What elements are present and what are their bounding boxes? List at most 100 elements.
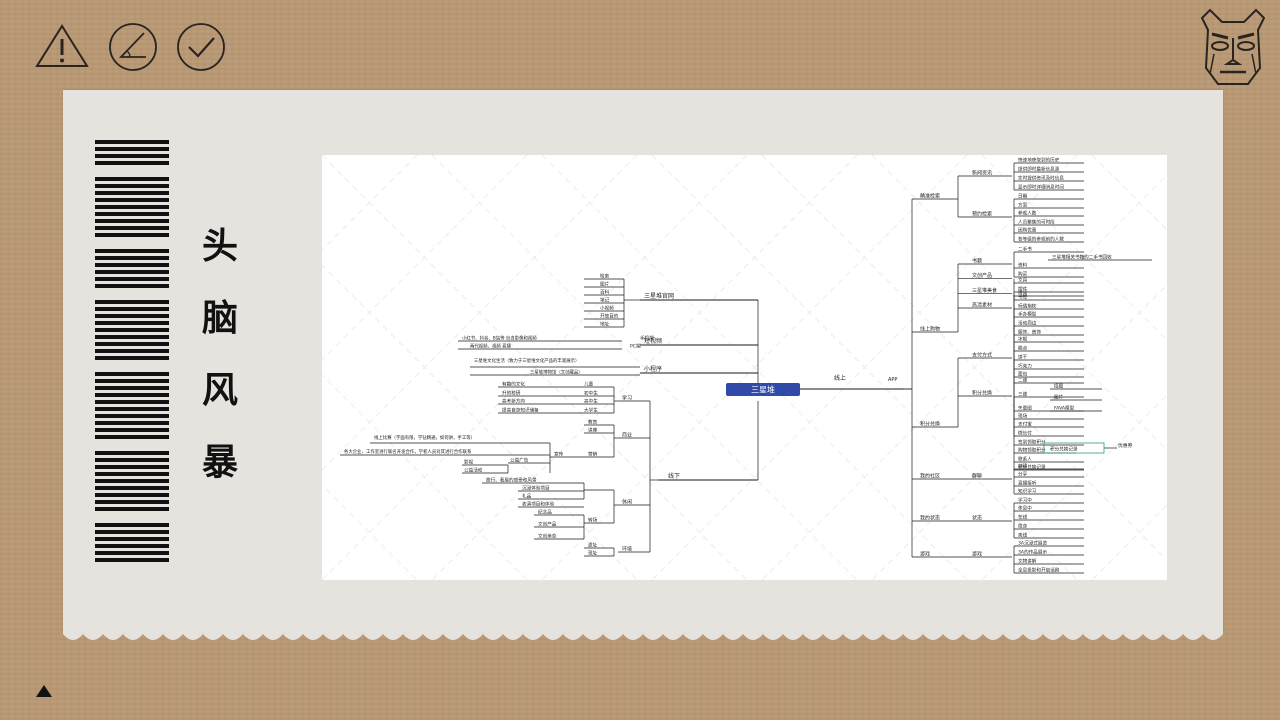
leaf-label: 知识学习 — [1018, 488, 1037, 495]
leaf-label: 三星堆博物馆（文创藏品） — [530, 369, 583, 376]
leaf-label: 现场 — [1018, 413, 1028, 420]
leaf-label: 笔记 — [600, 297, 610, 304]
watermark-line — [651, 155, 1078, 580]
leaf-label: 冰棍 — [1018, 336, 1028, 343]
watermark-line — [981, 394, 1167, 580]
leaf-label: 书签 — [1018, 294, 1028, 301]
watermark-line — [322, 155, 528, 361]
branch-label: 我的社区 — [920, 473, 940, 480]
leaf-label: 休息中 — [1018, 505, 1032, 512]
leaf-label: 面包 — [1018, 371, 1028, 378]
group-label: 书籍 — [972, 258, 982, 265]
watermark-line — [322, 264, 638, 580]
leaf-label: 联系人 — [1018, 456, 1032, 463]
checkmark-icon[interactable] — [176, 22, 226, 72]
leaf-label: 分享 — [1018, 471, 1028, 478]
watermark-line — [981, 155, 1167, 341]
watermark-line — [322, 484, 418, 580]
leaf-label: 两代视频、视频 直播 — [470, 343, 512, 350]
leaf-label: 在线 — [1018, 514, 1028, 521]
watermark-line — [761, 174, 1167, 580]
barcode-decoration — [95, 140, 169, 574]
leaf-label: 高中生 — [584, 398, 598, 405]
leaf-label: 学习中 — [1018, 497, 1032, 504]
page-title: 头 脑 风 暴 — [196, 210, 244, 498]
leaf-label: 活动周边 — [1018, 320, 1037, 327]
leaf-label: 儿童 — [584, 381, 594, 388]
leaf-label: 线上比赛（字面有限，学钻精通，如何讲，手工等） — [374, 434, 475, 441]
triangle-play-icon[interactable] — [35, 684, 53, 698]
leaf-label: 团购优惠 — [1018, 227, 1037, 234]
leaf-label: 旅行、看展的感受和风景 — [486, 477, 537, 484]
leaf-label: 教育 — [588, 419, 598, 426]
scalloped-edge — [63, 628, 1223, 640]
callout-box — [1043, 442, 1105, 454]
leaf-label: 检索 — [600, 273, 610, 280]
warning-triangle-icon[interactable] — [34, 22, 90, 70]
branch-label: 游戏 — [920, 551, 930, 558]
leaf-label: 各等级的参观前的人数 — [1018, 236, 1064, 243]
angle-icon[interactable] — [108, 22, 158, 72]
watermark-line — [871, 284, 1167, 580]
group-label: 支付方式 — [972, 352, 992, 359]
leaf-label: 大学生 — [584, 407, 598, 414]
leaf-label: 遗址 — [588, 542, 598, 549]
leaf-label: 参观人数 — [1018, 210, 1037, 217]
leaf-label: 服饰、首饰 — [1018, 329, 1041, 336]
leaf-label: 提供即时最新信息源 — [1018, 166, 1060, 173]
branch-label: 线上购物 — [920, 326, 940, 333]
leaf-label: 3A沉浸式展览 — [1018, 540, 1047, 547]
leaf-label: 人员聚集的可时段 — [1018, 219, 1055, 226]
leaf-label: 沉浸体验项目 — [522, 485, 550, 492]
leaf-label: 文创产品 — [538, 521, 557, 528]
leaf-label: 高考新方向 — [502, 398, 525, 405]
leaf-label: PC端 — [630, 343, 641, 350]
callout-label: 优惠券 — [1118, 442, 1133, 449]
leaf-label: 签到领取积分 — [1018, 439, 1046, 446]
leaf-label: 插图 — [1054, 383, 1064, 390]
leaf-label: 摆件 — [1018, 286, 1028, 293]
leaf-label: 文物讲解 — [1018, 558, 1037, 565]
branch-label: 三星堆官网 — [644, 292, 674, 300]
leaf-label: 饼干 — [1018, 354, 1028, 361]
callout-label: 积分兑换记录 — [1050, 446, 1078, 453]
leaf-label: 购买 — [1018, 271, 1028, 278]
watermark-line — [322, 155, 638, 471]
leaf-label: 手机端 — [640, 335, 654, 342]
leaf-label: 图片 — [600, 281, 610, 288]
title-char: 头 — [201, 225, 238, 267]
leaf-label: 资料 — [1018, 262, 1028, 269]
group-label: 游戏 — [972, 551, 982, 558]
group-label: 群聊 — [972, 473, 982, 480]
root-node-label: 三星堆 — [751, 385, 775, 395]
group-label: 文创产品 — [972, 272, 992, 279]
leaf-label: 讲座 — [588, 427, 598, 434]
branch-label: 积分兑换 — [920, 421, 940, 428]
branch-label: 精准检索 — [920, 193, 940, 200]
leaf-label: 隐身 — [1018, 523, 1028, 530]
title-char: 风 — [201, 369, 238, 411]
leaf-label: FAVA模型 — [1054, 405, 1075, 412]
leaf-label: 文具 — [1018, 277, 1028, 284]
group-label: 预约检索 — [972, 211, 992, 218]
leaf-label: 借阅 — [1018, 290, 1028, 297]
leaf-label: 支付宝 — [1018, 421, 1032, 428]
branch-label: 小程序 — [644, 365, 662, 373]
leaf-label: 全息投影和开启话剧 — [1018, 567, 1060, 574]
leaf-label: 巧克力 — [1018, 363, 1032, 370]
leaf-label: 礼品 — [522, 493, 532, 500]
watermark-line — [322, 155, 748, 580]
group-label: 积分兑换 — [972, 390, 992, 397]
leaf-label: 实时提供资讯及时信息 — [1018, 175, 1064, 182]
leaf-label: 日期 — [1018, 194, 1028, 200]
leaf-label: 宣传 — [554, 451, 564, 458]
leaf-label: 影视 — [464, 459, 474, 466]
leaf-label: 玩偶抱枕 — [1018, 303, 1037, 310]
leaf-label: 各大企业、工作室进行联名开发合作，学者人员对其进行合作联系 — [344, 448, 472, 455]
watermark-line — [541, 155, 968, 580]
title-char: 脑 — [201, 297, 238, 339]
leaf-label: 表演项目和体验 — [522, 501, 555, 508]
leaf-label: 离线 — [1018, 532, 1028, 539]
